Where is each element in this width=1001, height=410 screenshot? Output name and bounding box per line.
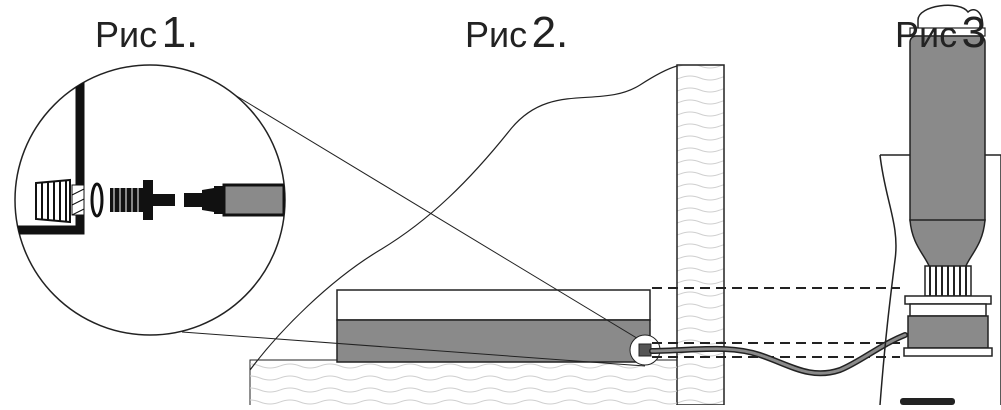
magnifier-lines bbox=[181, 79, 646, 367]
curved-backdrop bbox=[249, 65, 678, 371]
figure-label-2: Рис 2. bbox=[465, 8, 568, 58]
cone-fitting-icon bbox=[35, 178, 71, 224]
floor-block bbox=[249, 359, 677, 405]
figure-label-number: 1. bbox=[161, 8, 199, 57]
figure-label-3: Рис 3 bbox=[895, 8, 986, 58]
threaded-nipple-icon bbox=[110, 180, 175, 220]
figure-label-text: Рис bbox=[95, 14, 158, 55]
figure-label-text: Рис bbox=[895, 14, 958, 55]
hose-connector-icon bbox=[184, 183, 285, 217]
magnified-circle bbox=[14, 64, 286, 336]
bottle-icon bbox=[903, 4, 993, 357]
wall bbox=[676, 64, 725, 406]
o-ring-icon bbox=[90, 182, 104, 218]
dashed-guides bbox=[652, 287, 900, 358]
figure-label-number: 2. bbox=[531, 8, 569, 57]
figure-label-1: Рис 1. bbox=[95, 8, 198, 58]
aquarium bbox=[336, 289, 651, 363]
figure-label-number: 3 bbox=[961, 8, 987, 57]
figure-label-text: Рис bbox=[465, 14, 528, 55]
